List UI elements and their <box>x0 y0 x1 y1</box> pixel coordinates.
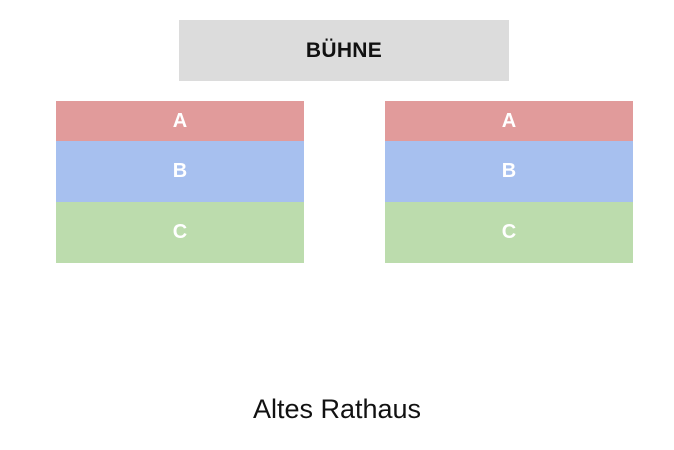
stage-label: BÜHNE <box>179 20 509 81</box>
row-a-right[interactable]: A <box>385 101 633 141</box>
row-c-right[interactable]: C <box>385 202 633 263</box>
seating-section-left: A B C <box>56 101 304 263</box>
row-c-left[interactable]: C <box>56 202 304 263</box>
seating-section-right: A B C <box>385 101 633 263</box>
row-b-right[interactable]: B <box>385 141 633 202</box>
row-b-left[interactable]: B <box>56 141 304 202</box>
venue-name: Altes Rathaus <box>252 394 422 424</box>
row-a-left[interactable]: A <box>56 101 304 141</box>
